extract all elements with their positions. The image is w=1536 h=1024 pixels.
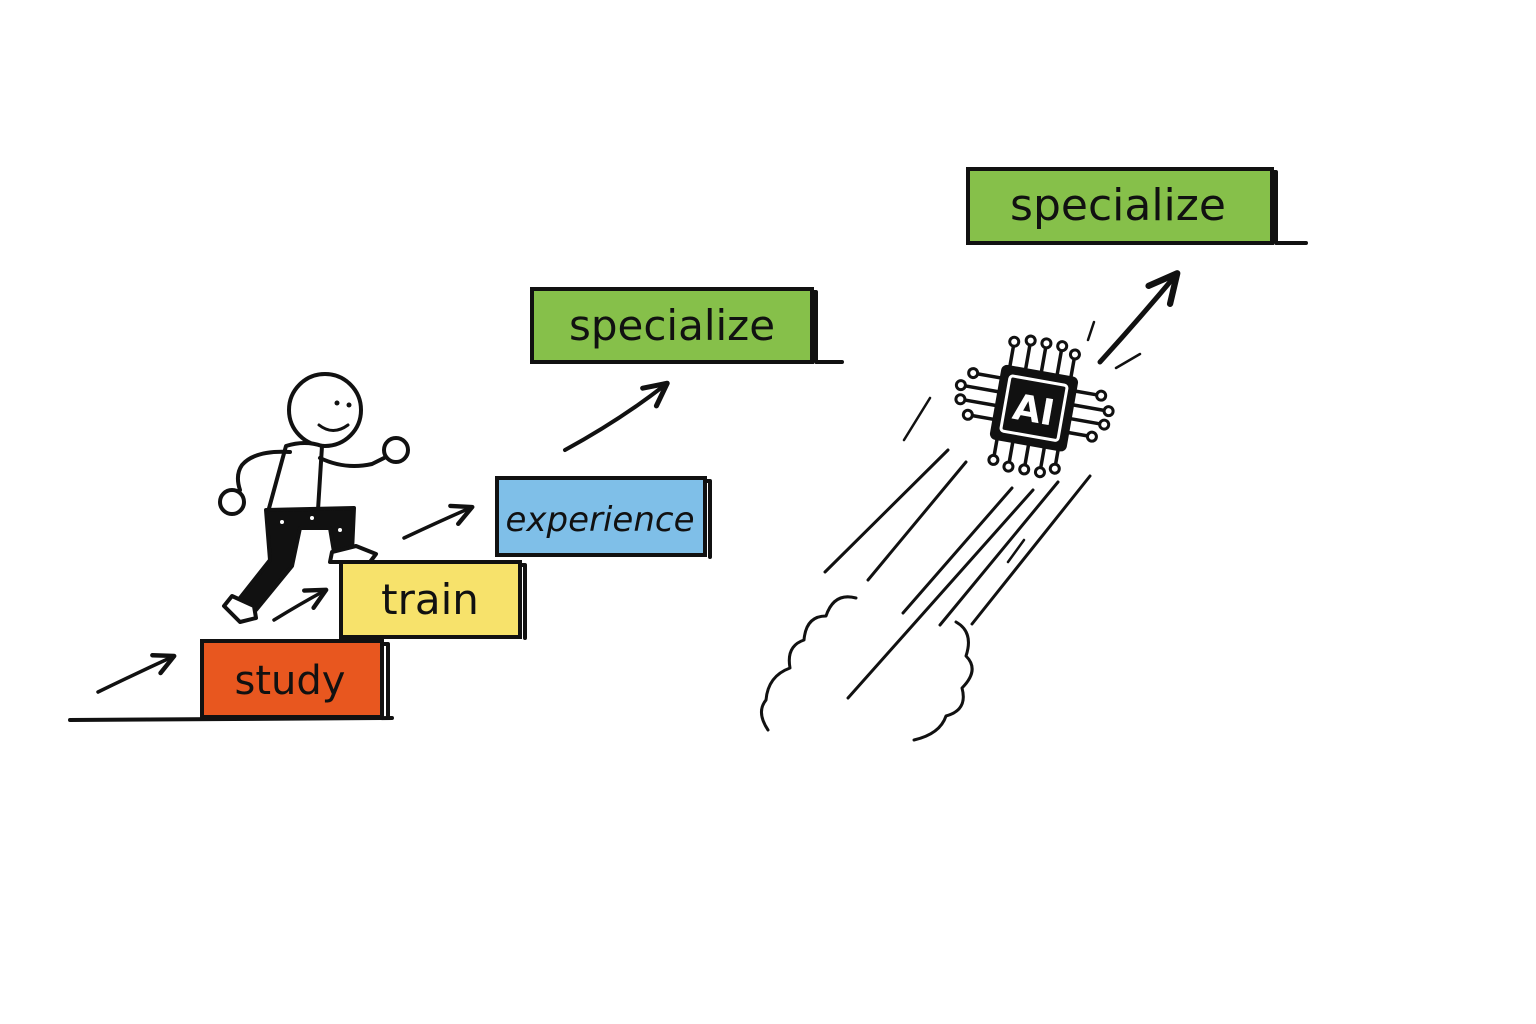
human-path: study train experience specialize <box>68 287 844 722</box>
step-experience: experience <box>495 476 712 559</box>
arrow-icon <box>96 653 177 694</box>
step-study-label: study <box>235 658 346 704</box>
step-train: train <box>339 560 527 640</box>
ai-goal-label: specialize <box>1010 180 1226 231</box>
ai-path: specialize <box>760 167 1308 742</box>
human-goal: specialize <box>530 287 844 364</box>
ai-chip-icon: AI <box>954 334 1115 479</box>
arrow-icon <box>272 587 329 622</box>
human-goal-label: specialize <box>569 301 775 350</box>
arrow-icon <box>1097 270 1181 365</box>
arrow-icon <box>563 380 670 452</box>
step-experience-label: experience <box>505 500 694 540</box>
ai-goal-box <box>966 167 1274 245</box>
stick-figure-icon <box>218 372 410 624</box>
step-study: study <box>200 639 390 720</box>
step-study-box <box>200 639 384 719</box>
human-goal-box <box>530 287 814 364</box>
arrow-icon <box>402 503 475 540</box>
step-experience-box <box>495 476 707 557</box>
ai-goal: specialize <box>966 167 1308 245</box>
speed-trail-icon <box>760 396 1092 742</box>
step-train-label: train <box>381 575 479 624</box>
ai-chip-label: AI <box>1010 387 1058 435</box>
step-train-box <box>339 560 522 639</box>
